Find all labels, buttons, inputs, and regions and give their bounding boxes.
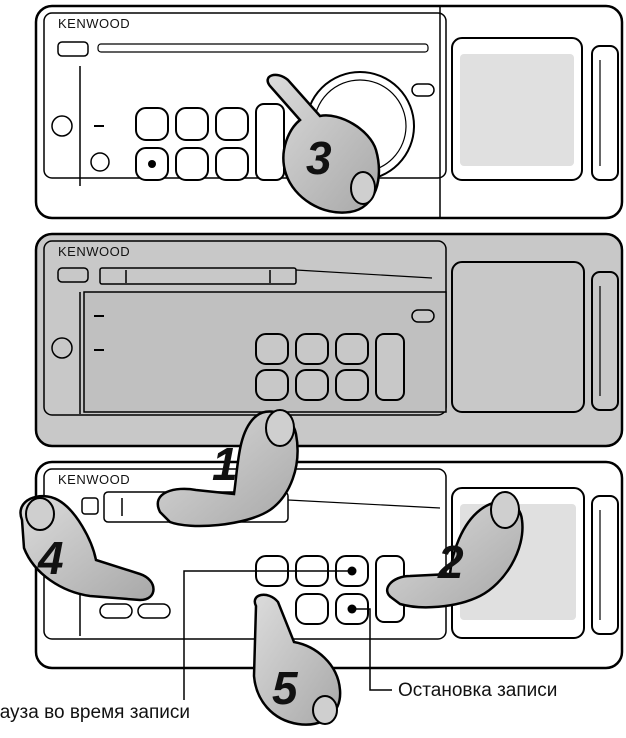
step-4-number: 4 xyxy=(37,532,64,584)
unit-2-preset-button[interactable] xyxy=(256,334,288,364)
unit-1-small-knob[interactable] xyxy=(91,153,109,171)
unit-2-eject-button[interactable] xyxy=(58,268,88,282)
unit-1-preset-button[interactable] xyxy=(216,148,248,180)
unit-3-preset-button[interactable] xyxy=(296,594,328,624)
unit-1-tall-button[interactable] xyxy=(256,104,284,180)
unit-1-brand: KENWOOD xyxy=(58,16,130,31)
step-5-number: 5 xyxy=(272,662,299,714)
unit-2-release-knob[interactable] xyxy=(52,338,72,358)
unit-1-release-knob[interactable] xyxy=(52,116,72,136)
unit-2-preset-button[interactable] xyxy=(336,334,368,364)
unit-2-handle[interactable] xyxy=(592,272,618,410)
unit-2-brand: KENWOOD xyxy=(58,244,130,259)
unit-1-preset-button[interactable] xyxy=(216,108,248,140)
unit-1-eject-button[interactable] xyxy=(58,42,88,56)
unit-3-handle[interactable] xyxy=(592,496,618,634)
unit-1-oval-button[interactable] xyxy=(412,84,434,96)
unit-2-preset-button[interactable] xyxy=(336,370,368,400)
unit-2-preset-button[interactable] xyxy=(296,334,328,364)
unit-2-tall-button[interactable] xyxy=(376,334,404,400)
unit-3-oval-button-left[interactable] xyxy=(100,604,132,618)
step-1-number: 1 xyxy=(212,438,238,490)
pause-callout-label: Пауза во время записи xyxy=(0,702,190,724)
step-3-number: 3 xyxy=(306,132,332,184)
unit-2-preset-button[interactable] xyxy=(256,370,288,400)
unit-1-handle[interactable] xyxy=(592,46,618,180)
unit-1-preset-button[interactable] xyxy=(136,108,168,140)
step-2-number: 2 xyxy=(437,536,464,588)
unit-2-display xyxy=(452,262,584,412)
unit-2-preset-button[interactable] xyxy=(296,370,328,400)
unit-1-preset-button[interactable] xyxy=(176,108,208,140)
unit-1-cd-slot xyxy=(98,44,428,52)
unit-3-faceplate: KENWOOD xyxy=(36,462,622,668)
unit-1-preset-button[interactable] xyxy=(176,148,208,180)
unit-2-cd-slot xyxy=(100,268,296,284)
unit-3-oval-button-right[interactable] xyxy=(138,604,170,618)
stop-callout-label: Остановка записи xyxy=(398,680,557,702)
unit-2-faceplate: KENWOOD xyxy=(36,234,622,446)
unit-2-oval-button[interactable] xyxy=(412,310,434,322)
unit-3-brand: KENWOOD xyxy=(58,472,130,487)
unit-3-eject-button[interactable] xyxy=(82,498,98,514)
